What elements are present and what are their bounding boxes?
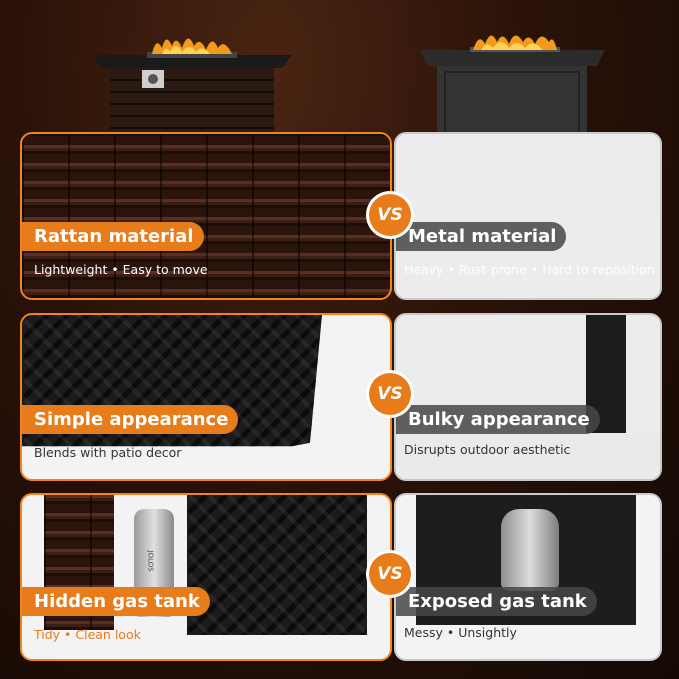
vs-badge-2: VS xyxy=(369,373,411,415)
metal-material-panel: Metal material Heavy • Rust-prone • Hard… xyxy=(394,132,662,300)
exposed-gas-tank-panel: Exposed gas tank Messy • Unsightly xyxy=(394,493,662,661)
exposed-gas-tank-subtitle: Messy • Unsightly xyxy=(404,625,517,640)
rattan-material-title: Rattan material xyxy=(22,222,204,251)
simple-appearance-panel: Simple appearance Blends with patio deco… xyxy=(20,313,392,481)
floor-shadow xyxy=(396,433,660,479)
exposed-tank-image xyxy=(501,509,559,591)
bulky-appearance-panel: Bulky appearance Disrupts outdoor aesthe… xyxy=(394,313,662,481)
rattan-door-image xyxy=(187,495,367,635)
bulky-appearance-subtitle: Disrupts outdoor aesthetic xyxy=(404,442,571,457)
exposed-gas-tank-title: Exposed gas tank xyxy=(396,587,597,616)
simple-appearance-subtitle: Blends with patio decor xyxy=(34,445,182,460)
bulky-appearance-title: Bulky appearance xyxy=(396,405,600,434)
vs-badge-3: VS xyxy=(369,553,411,595)
rattan-material-panel: Rattan material Lightweight • Easy to mo… xyxy=(20,132,392,300)
simple-appearance-title: Simple appearance xyxy=(22,405,239,434)
vs-badge-1: VS xyxy=(369,194,411,236)
metal-material-subtitle: Heavy • Rust-prone • Hard to reposition xyxy=(404,262,655,277)
metal-material-title: Metal material xyxy=(396,222,567,251)
hidden-gas-tank-subtitle: Tidy • Clean look xyxy=(34,627,141,642)
rattan-material-subtitle: Lightweight • Easy to move xyxy=(34,262,208,277)
hidden-gas-tank-title: Hidden gas tank xyxy=(22,587,210,616)
gas-tank-brand: JOLOS xyxy=(146,550,155,572)
hidden-gas-tank-panel: JOLOS Hidden gas tank Tidy • Clean look xyxy=(20,493,392,661)
